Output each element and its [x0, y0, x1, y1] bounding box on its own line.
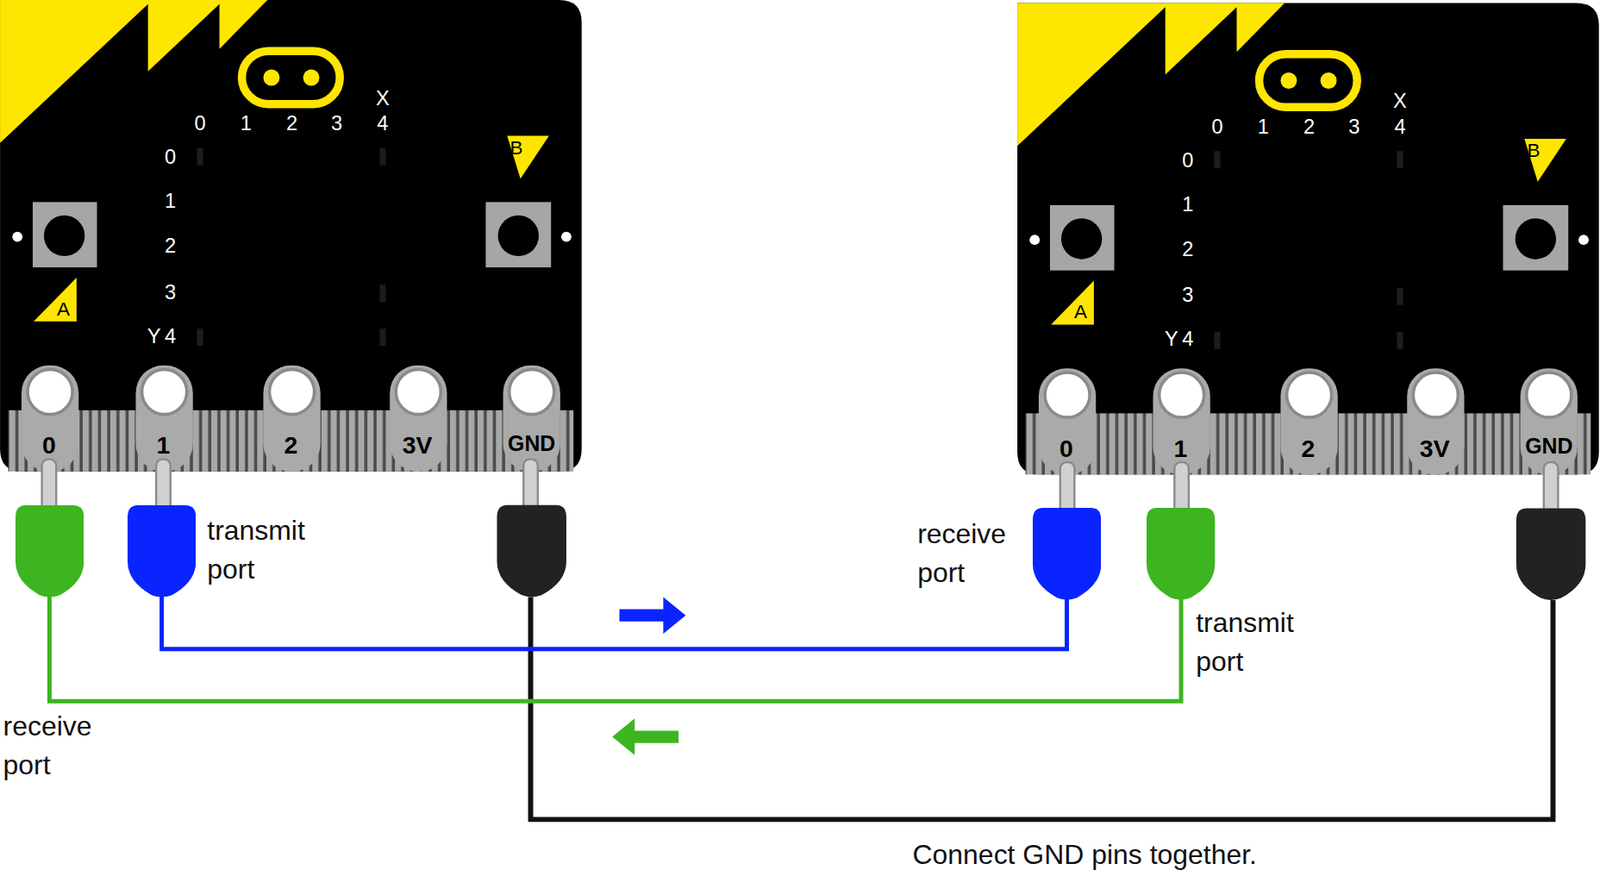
row-number: 3 — [1181, 285, 1194, 307]
row-number: 2 — [164, 237, 176, 258]
pin-stems — [42, 459, 1559, 516]
button-label: B — [509, 137, 523, 157]
pin-label: GND — [1525, 436, 1573, 458]
row-number: 1 — [164, 192, 176, 213]
port-label: transmit port — [1195, 603, 1325, 682]
pin-label: 1 — [156, 432, 170, 457]
port-label: receive port — [3, 706, 133, 785]
axis-label: Y — [147, 326, 162, 348]
button-label: B — [1527, 141, 1541, 161]
clip-shape — [1032, 507, 1101, 600]
receive-clip: receive port — [1032, 507, 1101, 600]
column-number: 4 — [1393, 117, 1406, 138]
direction-arrow — [612, 718, 679, 756]
row-number: 1 — [1181, 194, 1194, 216]
row-number: 4 — [164, 326, 176, 348]
port-label: transmit port — [206, 511, 337, 589]
row-number: 0 — [164, 148, 176, 169]
direction-arrow — [619, 596, 687, 634]
pin-label: 0 — [42, 432, 57, 457]
column-number: 3 — [331, 114, 343, 136]
axis-label: Y — [1164, 329, 1179, 350]
row-number: 0 — [1181, 150, 1194, 172]
column-number: 0 — [193, 114, 206, 136]
column-number: 4 — [376, 114, 388, 136]
clip-body — [1032, 507, 1101, 600]
button-label: A — [56, 299, 70, 319]
column-number: 3 — [1348, 117, 1360, 138]
clip-body — [1146, 507, 1215, 600]
gnd-wire — [531, 596, 1554, 819]
pin-label: 3V — [402, 432, 433, 457]
transmit-wire — [162, 594, 1068, 649]
transmit-wire — [49, 594, 1182, 701]
note-text: Connect GND pins together. — [912, 841, 1257, 869]
row-number: 3 — [164, 282, 176, 304]
column-number: 2 — [1303, 117, 1315, 138]
pin-label: GND — [507, 432, 556, 455]
clip-shape — [1146, 507, 1215, 600]
clip-body — [15, 505, 84, 598]
axis-label: X — [1393, 92, 1407, 113]
clip-shape — [127, 505, 196, 598]
column-number: 2 — [286, 114, 298, 136]
microbit-board — [1017, 3, 1600, 475]
row-number: 2 — [1181, 239, 1194, 261]
column-number: 1 — [240, 114, 252, 136]
gnd-clip — [496, 505, 566, 598]
column-number: 0 — [1212, 117, 1224, 138]
row-number: 4 — [1181, 329, 1194, 350]
clip-shape — [15, 505, 84, 598]
column-number: 1 — [1257, 117, 1269, 138]
pin-label: 2 — [1301, 435, 1316, 460]
pin-label: 0 — [1059, 435, 1074, 460]
port-label: receive port — [917, 514, 1047, 593]
pin-label: 1 — [1174, 435, 1188, 460]
gnd-clip — [1516, 507, 1586, 600]
transmit-clip: transmit port — [127, 505, 196, 598]
receive-clip: receive port — [15, 505, 84, 598]
button-label: A — [1074, 302, 1088, 322]
pin-label: 3V — [1419, 435, 1450, 460]
transmit-clip: transmit port — [1146, 507, 1215, 600]
microbit-board — [0, 0, 582, 472]
clip-body — [127, 505, 196, 598]
axis-label: X — [375, 88, 390, 110]
pin-label: 2 — [283, 432, 298, 457]
